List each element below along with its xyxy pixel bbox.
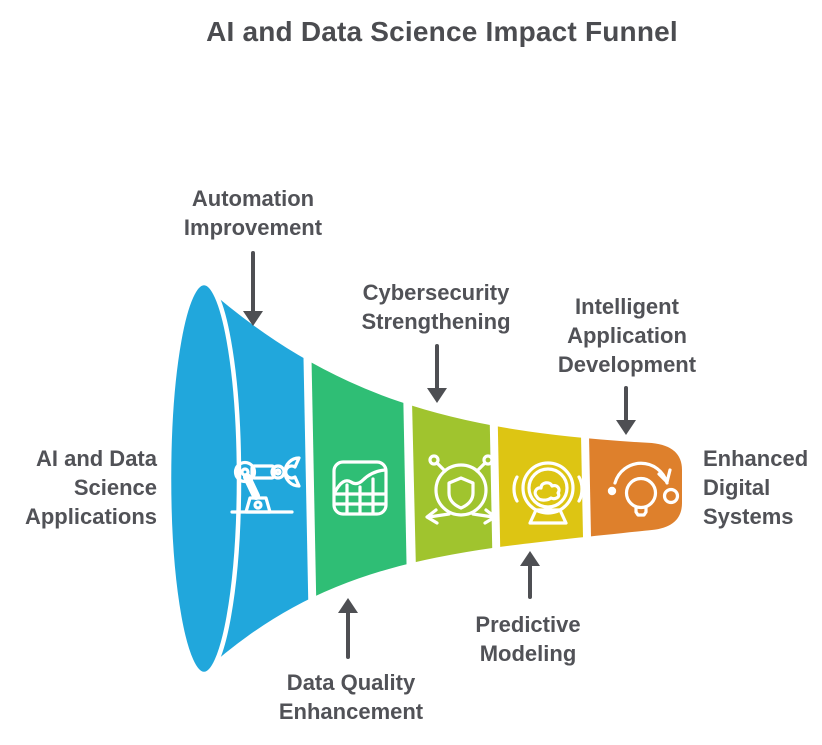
funnel-input-label: AI and Data Science Applications — [24, 446, 157, 529]
funnel-mouth — [166, 280, 242, 677]
crystal-outer — [521, 461, 575, 515]
callout-cybersecurity: Cybersecurity Strengthening — [361, 280, 511, 334]
callout-predictive: Predictive Modeling — [475, 612, 581, 666]
robot-shoulder — [233, 460, 257, 484]
robot-upper-arm — [250, 464, 276, 480]
crystal-ball-icon — [512, 461, 584, 525]
callout-arrows — [243, 251, 636, 659]
robot-gripper — [283, 456, 301, 488]
shield-node — [482, 454, 494, 466]
shield-arrow-left — [427, 512, 451, 519]
cybersecurity-arrowhead — [427, 388, 447, 403]
lightbulb-refresh-icon — [607, 461, 680, 517]
automation-arrowhead — [243, 311, 263, 326]
growth-chart-icon — [332, 460, 388, 516]
bulb-globe — [624, 476, 658, 510]
shield-node — [428, 454, 440, 466]
shield-node-link — [475, 461, 487, 473]
shield-circle — [434, 463, 488, 517]
data-quality-arrowhead — [338, 598, 358, 613]
intelligent-arrowhead — [616, 420, 636, 435]
shield-arrow-right-head — [483, 508, 497, 525]
bulb-cycle-arc — [613, 461, 669, 485]
crystal-cloud — [533, 481, 561, 502]
bulb-cycle-arrowhead — [657, 468, 672, 484]
page-title: AI and Data Science Impact Funnel — [206, 16, 678, 47]
bulb-cycle-node — [662, 487, 680, 505]
funnel-output-label: Enhanced Digital Systems — [703, 446, 809, 529]
bulb-neck — [634, 505, 648, 517]
chart-trend-line — [333, 468, 387, 494]
shield-outline — [447, 476, 475, 510]
robot-base-joint — [253, 500, 263, 510]
callout-intelligent: Intelligent Application Development — [557, 294, 697, 377]
crystal-wave-right — [577, 475, 584, 503]
crystal-wave-left — [512, 475, 519, 503]
shield-arrow-right — [471, 512, 495, 519]
robot-arm-icon — [230, 456, 301, 514]
crystal-base — [528, 508, 568, 525]
robot-shoulder-dot — [240, 467, 250, 477]
bulb-cycle-dot — [607, 486, 617, 496]
shield-network-icon — [425, 454, 497, 525]
shield-arrow-left-head — [425, 508, 439, 525]
robot-elbow-dot — [274, 468, 282, 476]
predictive-arrowhead — [520, 551, 540, 566]
robot-base — [244, 496, 272, 514]
shield-node-link — [435, 461, 447, 473]
callout-data-quality: Data Quality Enhancement — [278, 670, 424, 724]
callout-automation: Automation Improvement — [183, 186, 323, 240]
crystal-inner — [527, 467, 569, 509]
